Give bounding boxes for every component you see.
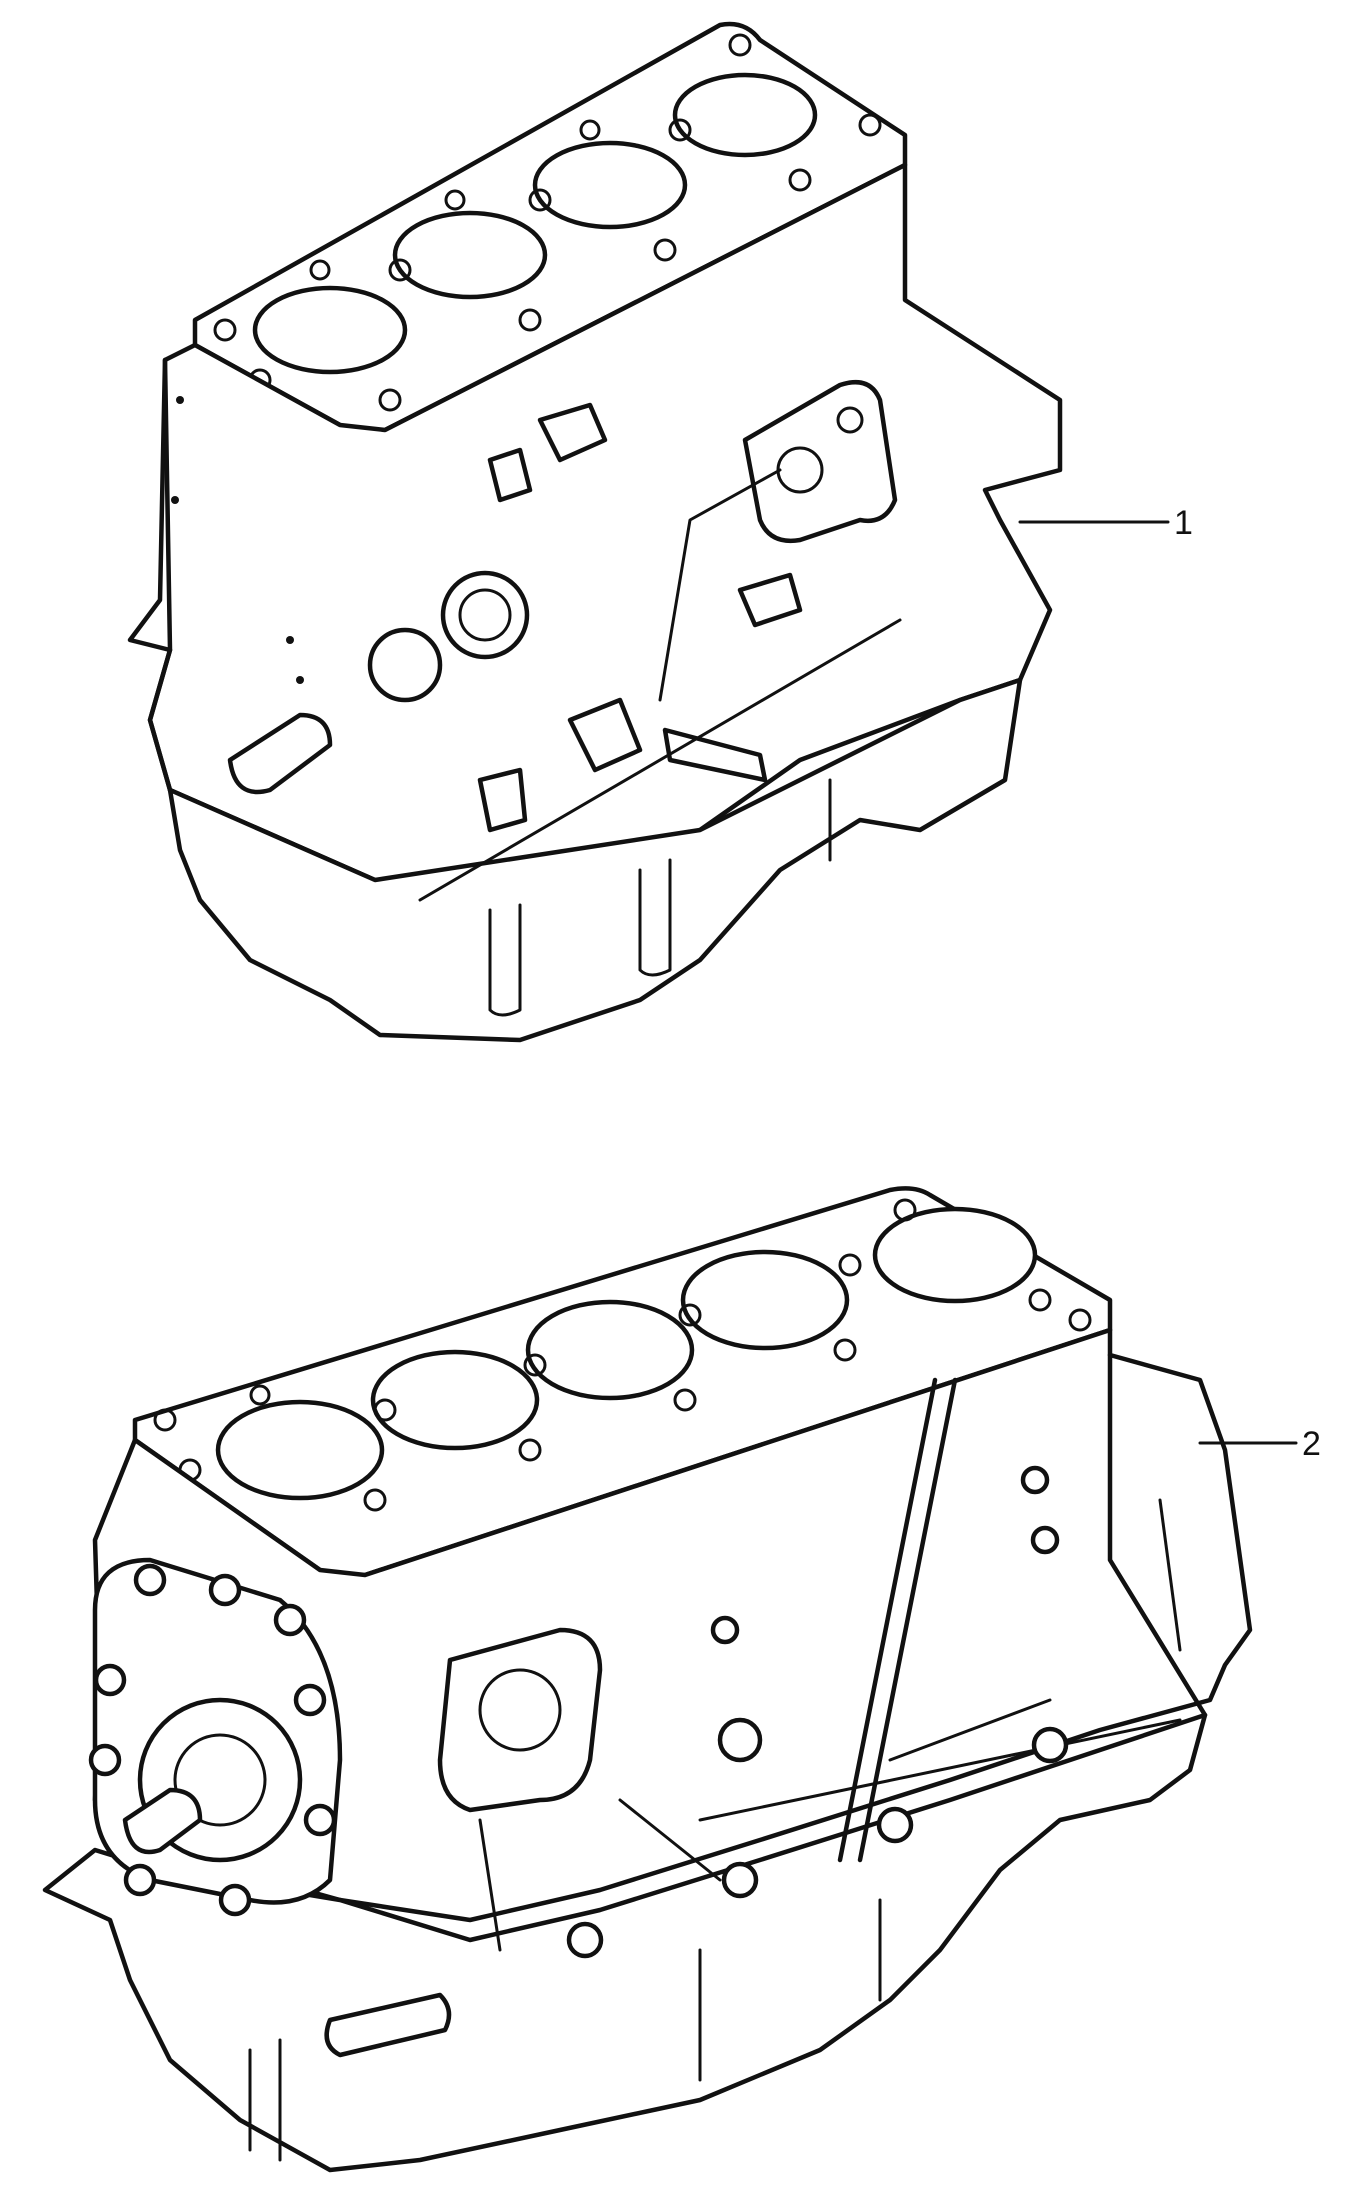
engine-block-1 — [127, 21, 1170, 1043]
engine-2-bore-1 — [215, 1399, 385, 1501]
engine-1-crank-stub — [227, 712, 333, 795]
engine-2-oil-pan — [42, 1712, 1208, 2173]
engine-1-bore-4 — [672, 72, 818, 158]
callout-label-1: 1 — [1174, 504, 1193, 542]
engine-2-bore-3 — [525, 1299, 695, 1401]
callout-label-2: 2 — [1302, 1425, 1321, 1463]
engine-1-flange — [440, 570, 530, 660]
engine-2-flange — [437, 1627, 603, 1813]
engine-2-dipstick-tube — [837, 1377, 938, 1863]
engine-2-bore-2 — [370, 1349, 540, 1451]
engine-2-bore-5 — [872, 1206, 1038, 1304]
engine-1-bore-1 — [252, 285, 408, 375]
engine-1-bore-2 — [392, 210, 548, 300]
engine-2-gasket-holes — [153, 1198, 1092, 1512]
engine-1-gasket-holes — [213, 33, 882, 412]
engine-2-cover-bolts — [88, 1563, 337, 1917]
engine-1-bore-3 — [532, 140, 688, 230]
engine-block-2 — [42, 1186, 1298, 2173]
engine-2-crank-stub — [122, 1787, 203, 1855]
engine-1-oil-pan — [167, 677, 1023, 1043]
engine-2-bore-4 — [680, 1249, 850, 1351]
